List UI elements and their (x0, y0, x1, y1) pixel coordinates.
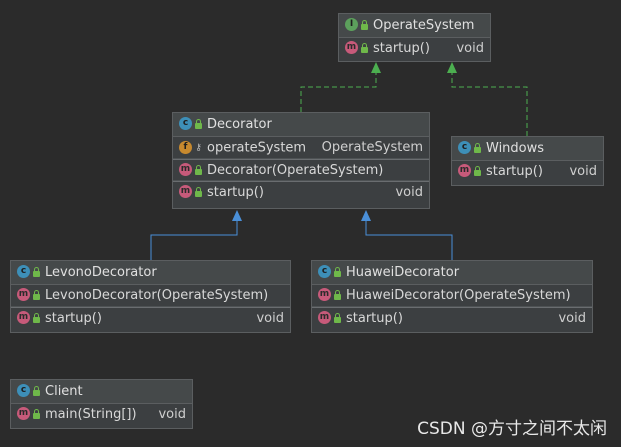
method-icon (318, 311, 331, 324)
method-name: startup() (207, 185, 264, 200)
public-lock-icon (334, 289, 341, 300)
method-name: startup() (373, 41, 430, 56)
public-lock-icon (195, 118, 202, 129)
constructor-name: HuaweiDecorator(OperateSystem) (346, 288, 571, 303)
method-row[interactable]: main(String[]) void (11, 404, 192, 426)
relation-decorator-implements-operatesystem (300, 66, 377, 112)
class-name: OperateSystem (373, 18, 475, 33)
interface-icon (345, 18, 358, 31)
method-icon (179, 163, 192, 176)
public-lock-icon (33, 385, 40, 396)
arrowhead-extends-huawei (361, 210, 371, 221)
class-header[interactable]: HuaweiDecorator (312, 261, 592, 285)
public-lock-icon (474, 165, 481, 176)
public-lock-icon (195, 164, 202, 175)
method-return-type: void (395, 185, 423, 200)
class-icon (17, 384, 30, 397)
public-lock-icon (33, 266, 40, 277)
public-lock-icon (33, 408, 40, 419)
class-box-levonodecorator[interactable]: LevonoDecorator LevonoDecorator(OperateS… (10, 260, 291, 333)
class-name: LevonoDecorator (45, 265, 157, 280)
method-icon (458, 164, 471, 177)
arrowhead-implements-decorator (371, 62, 381, 73)
method-return-type: void (158, 407, 186, 422)
relation-windows-implements-operatesystem (451, 66, 528, 136)
method-name: startup() (346, 311, 403, 326)
method-return-type: void (569, 164, 597, 179)
field-icon (179, 140, 192, 154)
class-name: Windows (486, 141, 545, 156)
method-row[interactable]: startup() void (312, 307, 592, 329)
class-box-decorator[interactable]: Decorator ⚷ operateSystem OperateSystem D… (172, 112, 430, 209)
public-lock-icon (33, 289, 40, 300)
class-header[interactable]: OperateSystem (339, 14, 490, 38)
private-key-icon: ⚷ (195, 143, 202, 153)
method-icon (345, 41, 358, 54)
relation-levono-extends-decorator (150, 214, 238, 260)
constructor-row[interactable]: Decorator(OperateSystem) (173, 159, 429, 181)
method-icon (17, 407, 30, 420)
method-row[interactable]: startup() void (452, 161, 603, 183)
method-icon (318, 288, 331, 301)
method-row[interactable]: startup() void (173, 181, 429, 203)
constructor-row[interactable]: HuaweiDecorator(OperateSystem) (312, 285, 592, 307)
class-icon (318, 265, 331, 278)
class-header[interactable]: LevonoDecorator (11, 261, 290, 285)
method-icon (17, 311, 30, 324)
field-name: operateSystem (207, 140, 307, 156)
method-return-type: void (456, 41, 484, 56)
class-name: Client (45, 384, 83, 399)
watermark: CSDN @方寸之间不太闲 (417, 419, 607, 439)
class-box-client[interactable]: Client main(String[]) void (10, 379, 193, 429)
field-row[interactable]: ⚷ operateSystem OperateSystem (173, 137, 429, 159)
class-name: Decorator (207, 117, 272, 132)
constructor-row[interactable]: LevonoDecorator(OperateSystem) (11, 285, 290, 307)
class-name: HuaweiDecorator (346, 265, 460, 280)
public-lock-icon (361, 42, 368, 53)
method-row[interactable]: startup() void (339, 38, 490, 60)
method-icon (179, 185, 192, 198)
method-row[interactable]: startup() void (11, 307, 290, 329)
method-icon (17, 288, 30, 301)
method-return-type: void (256, 311, 284, 326)
class-box-huaweidecorator[interactable]: HuaweiDecorator HuaweiDecorator(OperateS… (311, 260, 593, 333)
class-icon (17, 265, 30, 278)
public-lock-icon (334, 266, 341, 277)
class-box-windows[interactable]: Windows startup() void (451, 136, 604, 186)
public-lock-icon (33, 312, 40, 323)
public-lock-icon (195, 186, 202, 197)
arrowhead-implements-windows (447, 62, 457, 73)
public-lock-icon (474, 142, 481, 153)
method-name: startup() (45, 311, 102, 326)
relation-huawei-extends-decorator (365, 214, 453, 260)
constructor-name: LevonoDecorator(OperateSystem) (45, 288, 269, 303)
arrowhead-extends-levono (232, 210, 242, 221)
class-icon (458, 141, 471, 154)
method-name: main(String[]) (45, 407, 137, 422)
class-icon (179, 117, 192, 130)
constructor-name: Decorator(OperateSystem) (207, 163, 384, 178)
class-header[interactable]: Windows (452, 137, 603, 161)
public-lock-icon (334, 312, 341, 323)
method-name: startup() (486, 164, 543, 179)
field-type: OperateSystem (321, 140, 423, 155)
class-box-operatesystem[interactable]: OperateSystem startup() void (338, 13, 491, 62)
class-header[interactable]: Client (11, 380, 192, 404)
public-lock-icon (361, 19, 368, 30)
method-return-type: void (558, 311, 586, 326)
class-header[interactable]: Decorator (173, 113, 429, 137)
